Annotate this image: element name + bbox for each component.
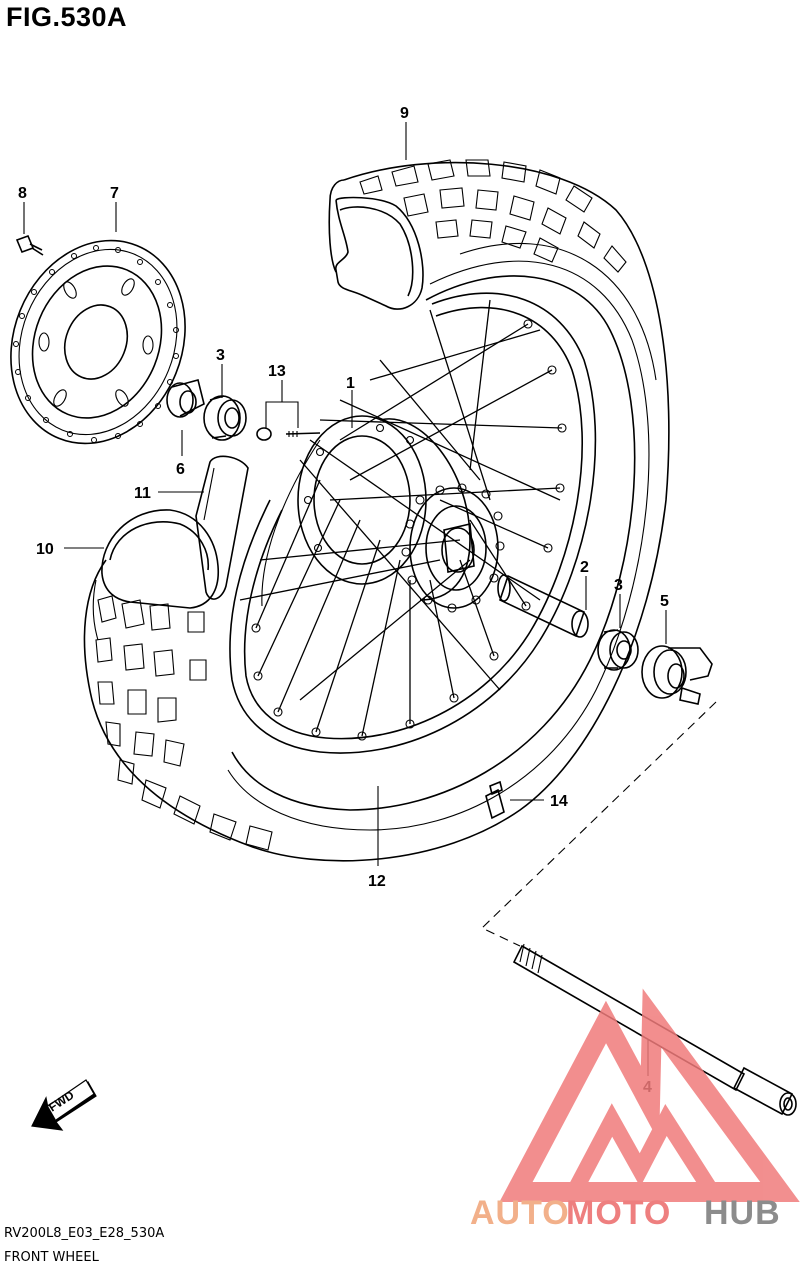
callout-11: 11: [134, 485, 151, 502]
disc-bolt: [15, 234, 44, 256]
wheel-spacer: [166, 379, 205, 418]
figure-name: FRONT WHEEL: [4, 1250, 99, 1265]
watermark-logo: [499, 988, 800, 1202]
callout-2: 2: [580, 559, 589, 576]
speedometer-gearbox: [641, 645, 713, 705]
brake-disc: [10, 239, 186, 445]
watermark-hub: HUB: [704, 1194, 781, 1232]
callout-6: 6: [176, 461, 185, 478]
watermark-text: AUTO MOTO HUB: [470, 1194, 781, 1232]
callout-10: 10: [36, 541, 54, 558]
wheel-bearing-right: [597, 629, 639, 671]
wheel-bearing-left: [203, 395, 247, 441]
forward-direction-arrow: FWD: [31, 1079, 97, 1131]
watermark-auto: AUTO: [470, 1194, 570, 1232]
callout-13: 13: [268, 363, 286, 380]
figure-title: FIG.530A: [6, 2, 128, 32]
wheel-hub: [297, 415, 505, 613]
tire-valve: [485, 780, 505, 820]
callout-3-right: 3: [614, 577, 623, 594]
callout-14: 14: [550, 793, 568, 810]
rim-band: [195, 455, 249, 600]
callout-9: 9: [400, 105, 409, 122]
axle-spacer: [497, 574, 589, 638]
callout-5: 5: [660, 593, 669, 610]
axle-reference-line: [481, 701, 717, 947]
front-tire: [83, 159, 670, 862]
callout-7: 7: [110, 185, 119, 202]
wheel-spokes: [239, 299, 563, 737]
callout-12: 12: [368, 873, 386, 890]
model-code: RV200L8_E03_E28_530A: [4, 1226, 165, 1241]
callout-1: 1: [346, 375, 355, 392]
callout-8: 8: [18, 185, 27, 202]
watermark-moto: MOTO: [566, 1194, 671, 1232]
wheel-rim: [229, 292, 597, 754]
callout-3-left: 3: [216, 347, 225, 364]
screw: [256, 427, 321, 441]
